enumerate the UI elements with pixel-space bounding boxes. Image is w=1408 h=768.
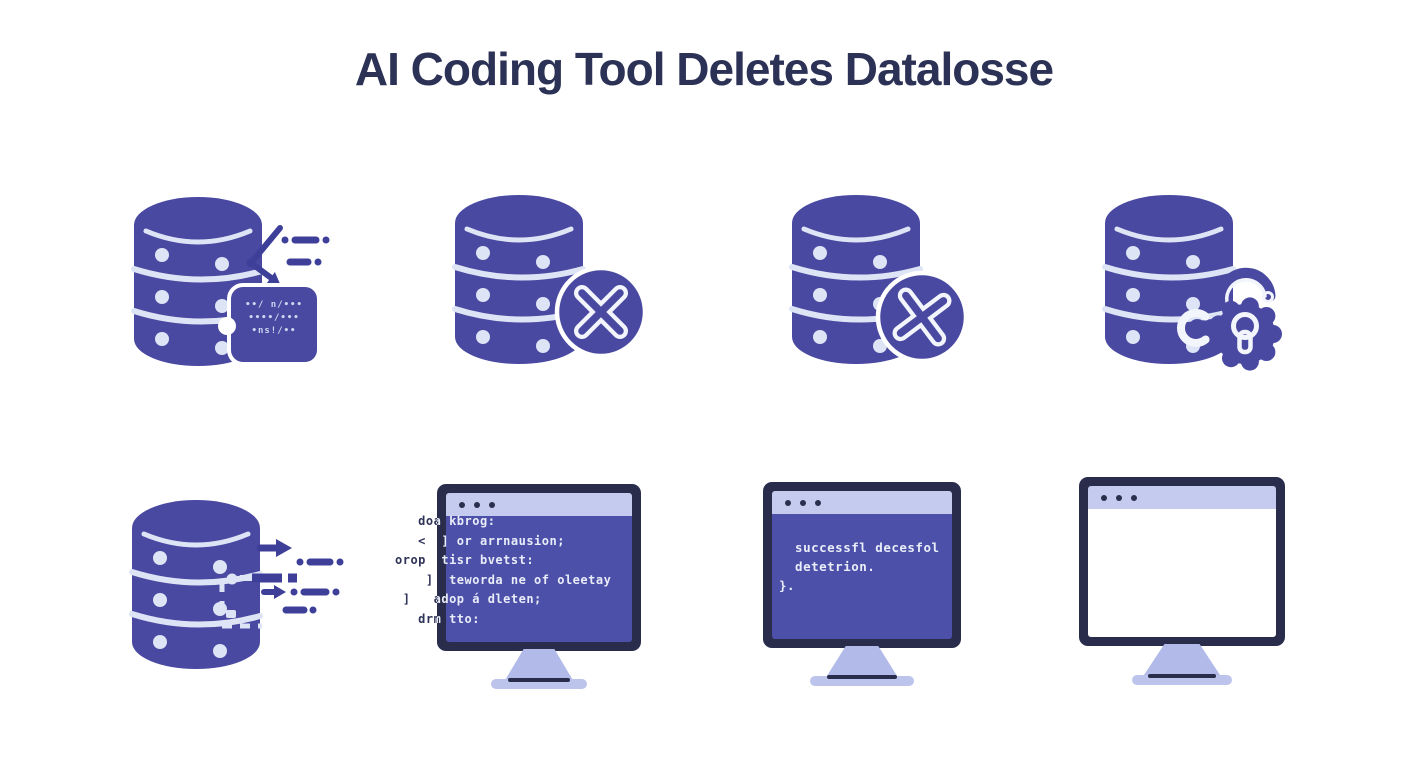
window-dot-icon [815,499,821,506]
delete-x-icon [875,270,969,364]
terminal-monitor-code [437,484,641,651]
window-dot-icon [474,501,480,508]
code-message-bubble: ••/ n/••• ••••/••• •ns!/•• [218,283,321,366]
database-icon [452,195,586,364]
export-arrows-icon [252,539,344,614]
terminal-screen [446,516,632,642]
window-titlebar [446,493,632,516]
window-dot-icon [489,501,495,508]
window-dot-icon [800,499,806,506]
terminal-screen [772,514,952,639]
incoming-arrow-icon [246,225,330,285]
window-titlebar [772,491,952,514]
page-title: AI Coding Tool Deletes Datalosse [354,43,1054,95]
terminal-monitor-message [763,482,961,648]
database-icon [129,500,263,669]
success-message-text: successfl decesfol detetrion. }. [779,540,940,593]
monitor-base-line [1148,674,1216,678]
window-dot-icon [785,499,791,506]
code-text-overlay: doa kbrog: < ] or arrnausion; orop tisr … [395,512,635,642]
blank-monitor [1079,477,1285,646]
window-dot-icon [459,501,465,508]
monitor-base [491,679,587,689]
blank-screen [1088,509,1276,637]
gear-lock-icon [1176,267,1282,371]
monitor-stand [1142,644,1222,678]
window-dot-icon [1131,494,1137,501]
monitor-base-line [508,678,570,682]
window-titlebar [1088,486,1276,509]
monitor-base [810,676,914,686]
monitor-base [1132,675,1232,685]
code-text-onscreen: doa kbrog: < ] or arrnausion; orop tisr … [395,514,612,626]
bubble-code-lines: ••/ n/••• ••••/••• •ns!/•• [245,300,303,336]
delete-x-icon [554,265,648,359]
window-dot-icon [1116,494,1122,501]
window-dot-icon [1101,494,1107,501]
monitor-base-line [827,675,897,679]
